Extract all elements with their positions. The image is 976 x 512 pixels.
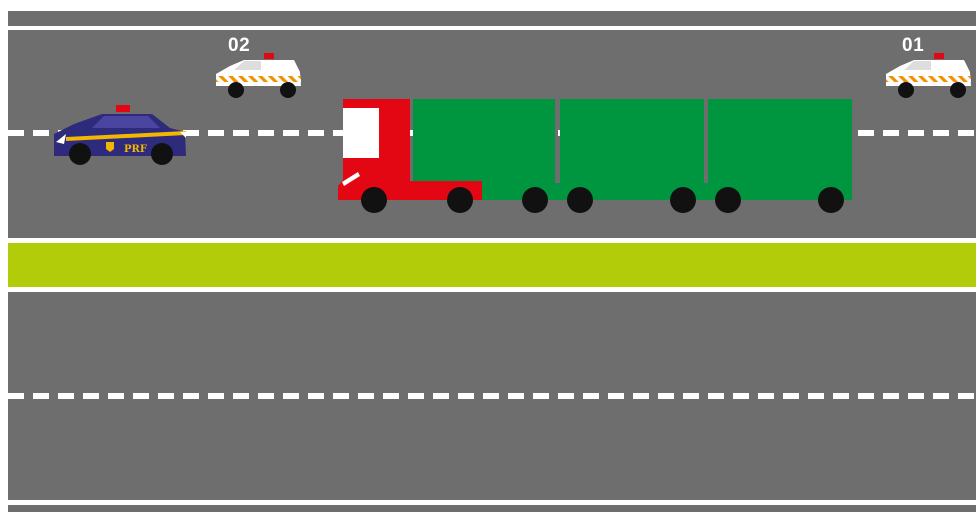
bottom-shoulder-strip bbox=[8, 505, 976, 512]
wheel bbox=[522, 187, 548, 213]
escort-car-label-02: 02 bbox=[228, 36, 250, 55]
wheel bbox=[151, 143, 173, 165]
wheel bbox=[69, 143, 91, 165]
police-badge-text: PRF bbox=[124, 144, 147, 155]
wheel bbox=[898, 82, 914, 98]
wheel bbox=[280, 82, 296, 98]
truck-windshield bbox=[343, 108, 379, 158]
wheel bbox=[818, 187, 844, 213]
escort-car-label-01: 01 bbox=[902, 36, 924, 55]
wheel bbox=[361, 187, 387, 213]
wheel bbox=[228, 82, 244, 98]
wheel bbox=[447, 187, 473, 213]
truck bbox=[338, 99, 852, 213]
beacon-light-icon bbox=[264, 53, 274, 59]
wheel bbox=[715, 187, 741, 213]
beacon-light-icon bbox=[934, 53, 944, 59]
wheel bbox=[950, 82, 966, 98]
top-shoulder-strip bbox=[8, 11, 976, 26]
median-grass bbox=[8, 243, 976, 287]
wheel bbox=[670, 187, 696, 213]
beacon-light-icon bbox=[116, 105, 130, 112]
wheel bbox=[567, 187, 593, 213]
